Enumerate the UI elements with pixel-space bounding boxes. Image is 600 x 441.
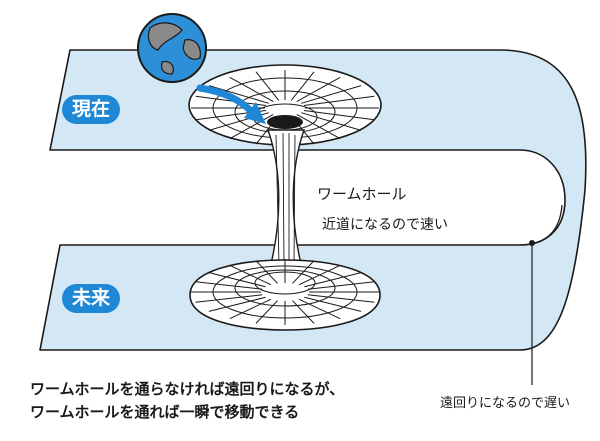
sheet-fold-edge [519, 204, 563, 246]
wormhole-throat [267, 129, 305, 269]
caption-line-2: ワームホールを通れば一瞬で移動できる [30, 403, 300, 421]
spacetime-sheet [39, 49, 587, 351]
caption-line-1: ワームホールを通らなければ遠回りになるが、 [30, 380, 345, 398]
wormhole-label: ワームホール [317, 185, 407, 203]
earth-icon [137, 13, 207, 83]
travel-arrow [196, 84, 256, 116]
detour-note: 遠回りになるので遅い [440, 396, 571, 411]
present-badge: 現在 [62, 95, 121, 124]
travel-arrow-head [244, 102, 266, 124]
future-badge: 未来 [62, 284, 121, 313]
wormhole-note: 近道になるので速い [322, 217, 448, 233]
lower-funnel [189, 259, 381, 331]
